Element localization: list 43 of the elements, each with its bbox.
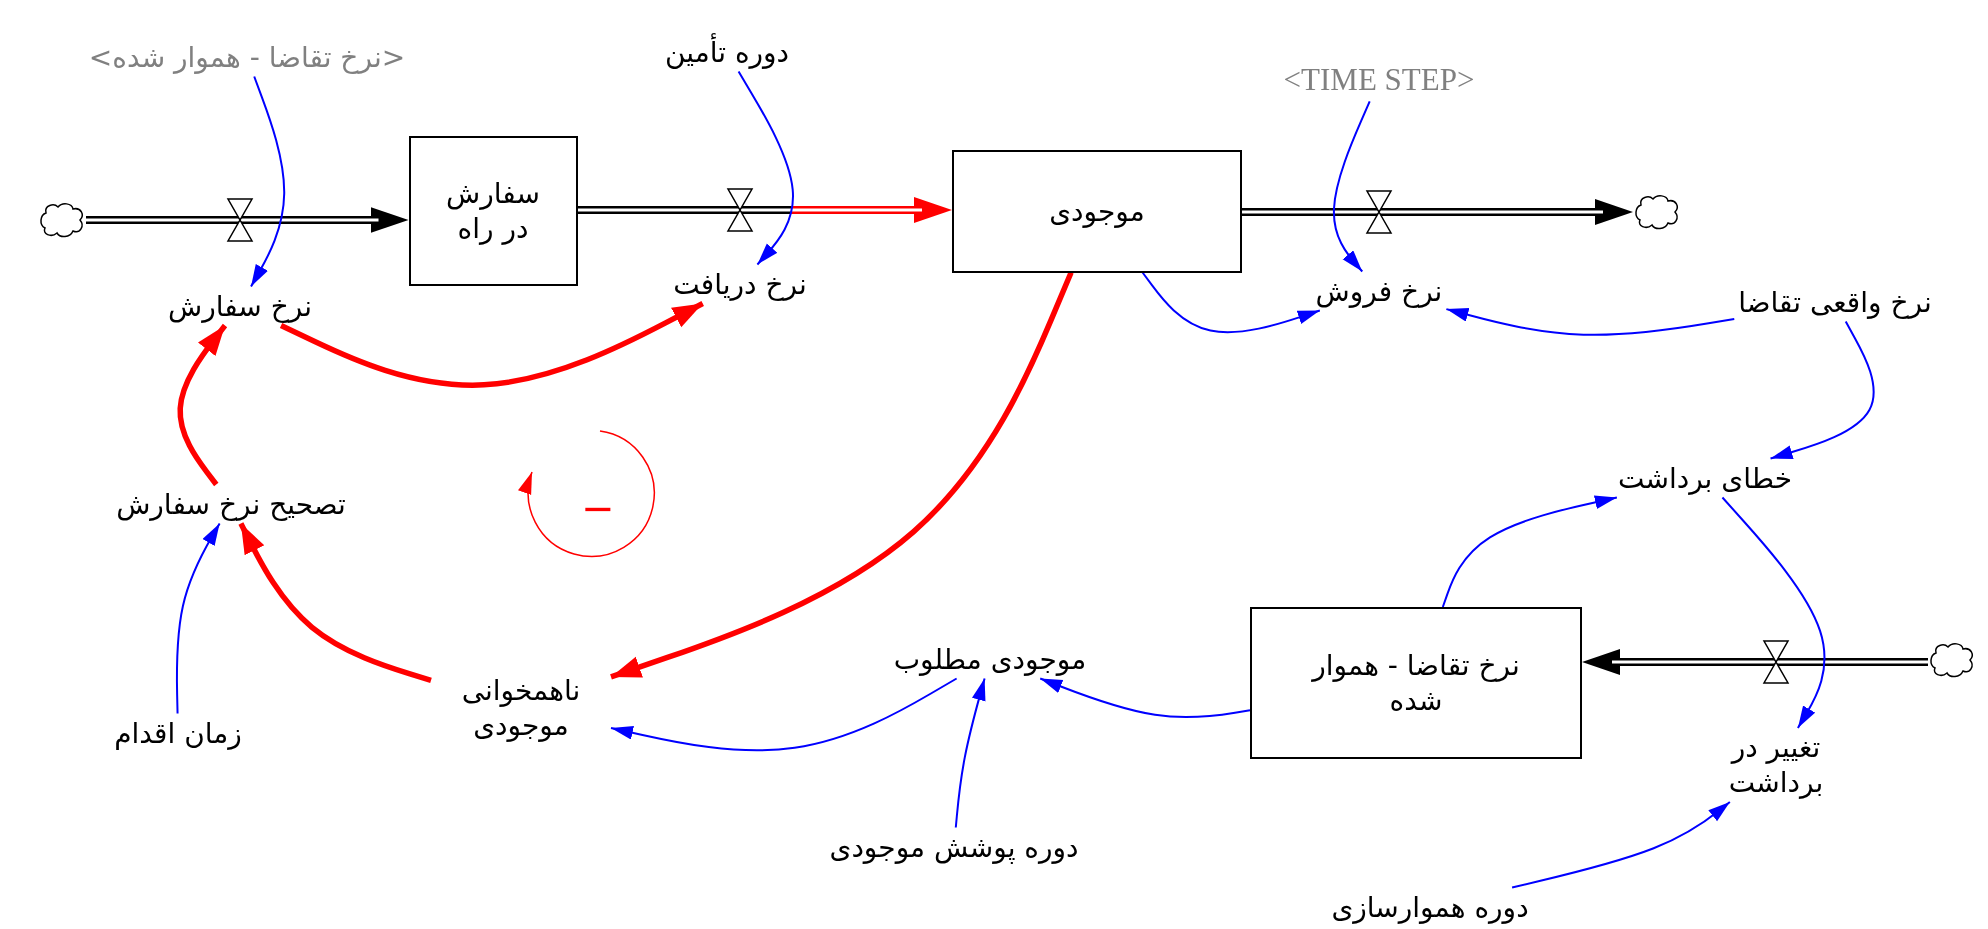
- link-arrow: [1445, 308, 1736, 336]
- link-arrow: [177, 323, 228, 487]
- link-arrow: [737, 70, 794, 266]
- stock-box: موجودی: [952, 149, 1242, 273]
- variable-label: موجودی مطلوب: [889, 639, 1091, 679]
- link-arrow: [250, 75, 286, 288]
- variable-label: دوره پوشش موجودی: [825, 827, 1083, 867]
- variable-label: ناهمخوانی موجودی: [431, 671, 611, 745]
- rate-label: نرخ دریافت: [669, 264, 811, 304]
- link-arrow: [1333, 100, 1371, 273]
- link-arrow: [1441, 495, 1618, 608]
- stock-box: نرخ تقاضا - هموار شده: [1250, 607, 1582, 759]
- stock-box: سفارش در راه: [408, 136, 578, 286]
- cloud-icon: [1633, 193, 1681, 231]
- variable-label: دوره هموارسازی: [1327, 887, 1533, 927]
- link-arrow: [238, 522, 432, 683]
- rate-label: نرخ فروش: [1311, 271, 1447, 311]
- loop-polarity-sign: −: [581, 484, 615, 533]
- link-arrow: [175, 522, 221, 715]
- link-arrow: [1141, 271, 1321, 334]
- cloud-icon: [1928, 641, 1976, 679]
- flow-pipe: [577, 197, 952, 223]
- flow-pipe: [86, 207, 409, 233]
- link-arrow: [1721, 496, 1826, 729]
- link-arrow: [954, 677, 986, 829]
- variable-label: نرخ واقعی تقاضا: [1734, 282, 1936, 322]
- link-arrow: [1769, 320, 1875, 460]
- link-arrow: [1039, 677, 1251, 719]
- variable-label: زمان اقدام: [110, 713, 246, 753]
- variable-label: دوره تأمین: [660, 32, 794, 72]
- variable-label: خطای برداشت: [1613, 458, 1797, 498]
- flow-pipe: [1582, 649, 1928, 675]
- flow-pipe: [1242, 199, 1633, 225]
- variable-label: <TIME STEP>: [1279, 58, 1479, 102]
- variable-label: تصحیح نرخ سفارش: [112, 484, 350, 524]
- rate-label: تغییر در برداشت: [1701, 728, 1851, 802]
- rate-label: نرخ سفارش: [163, 286, 317, 326]
- link-arrow: [610, 677, 958, 752]
- variable-label: <نرخ تقاضا - هموار شده>: [84, 37, 410, 77]
- link-arrow: [1511, 801, 1731, 889]
- link-arrow: [610, 271, 1074, 680]
- cloud-icon: [38, 201, 86, 239]
- link-arrow: [279, 301, 704, 388]
